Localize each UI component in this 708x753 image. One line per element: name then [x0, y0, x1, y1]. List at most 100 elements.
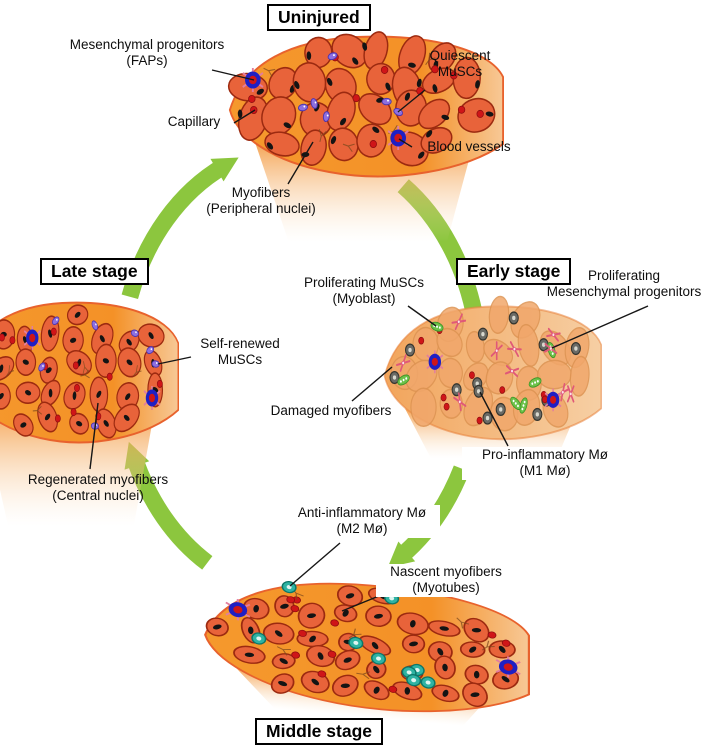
capillary-icon [352, 94, 360, 103]
nucleus-icon [342, 609, 349, 617]
musc-speck [303, 105, 306, 108]
capillary-icon [369, 140, 377, 149]
nucleus-icon [256, 88, 264, 95]
nucleus-icon [432, 84, 438, 93]
musc-speck [95, 323, 97, 326]
label-line: Mesenchymal progenitors [546, 284, 702, 300]
label-line: Proliferating MuSCs [303, 275, 425, 290]
label-line: Quiescent [429, 48, 491, 63]
tissue-late-stage [0, 301, 180, 526]
annotation-leader-line [397, 89, 426, 113]
label-blood-vessels: Blood vessels [414, 139, 524, 155]
label-nascent-myofibers: Nascent myofibers (Myotubes) [376, 564, 516, 597]
nucleus-icon [373, 665, 380, 674]
capillary-icon [469, 371, 475, 379]
nucleus-icon [418, 151, 425, 159]
myoblast-icon [528, 377, 542, 388]
cell-decorations-layer [389, 311, 581, 425]
label-line: Damaged myofibers [270, 403, 392, 418]
musc-cell-icon [146, 346, 155, 355]
fap-cell-icon [507, 341, 522, 358]
musc-cell-icon [91, 320, 99, 331]
nucleus-icon [253, 604, 259, 613]
nucleus-icon [437, 647, 444, 656]
label-line: (FAPs) [126, 53, 168, 69]
nucleus-icon [20, 422, 27, 428]
label-line: (M2 Mø) [336, 521, 388, 537]
capillary-icon [418, 336, 425, 345]
nucleus-icon [248, 626, 254, 635]
capillary-icon [380, 65, 389, 74]
nucleus-icon [442, 663, 448, 672]
capillary-icon [290, 605, 300, 613]
interstitial-mark-icon [342, 143, 355, 153]
blood-vessel-icon [143, 386, 161, 410]
capillary-icon [286, 596, 296, 604]
interstitial-mark-icon [425, 52, 436, 66]
label-line: Nascent myofibers [390, 564, 502, 579]
interstitial-mark-icon [5, 365, 15, 378]
capillary-icon [327, 650, 337, 658]
fap-cell-icon [504, 364, 520, 378]
label-pro-inflammatory: Pro-inflammatory Mø (M1 Mø) [462, 447, 628, 480]
capillary-icon [457, 105, 466, 114]
capillary-icon [440, 393, 447, 402]
nucleus-icon [102, 358, 109, 364]
musc-speck [42, 364, 44, 367]
label-line: Pro-inflammatory Mø [481, 447, 608, 462]
nucleus-icon [426, 130, 433, 138]
fap-cell-icon [396, 354, 411, 372]
myofiber-cell [569, 355, 590, 397]
label-regenerated-myofibers: Regenerated myofibers (Central nuclei) [14, 472, 182, 505]
nucleus-icon [317, 652, 324, 660]
musc-speck [150, 348, 153, 351]
nucleus-icon [475, 80, 480, 89]
nucleus-icon [70, 337, 77, 343]
capillary-icon [499, 386, 506, 394]
capillary-icon [476, 416, 483, 425]
label-quiescent-muscs: Quiescent MuSCs [410, 48, 510, 81]
musc-speck [333, 54, 335, 57]
musc-cell-icon [130, 329, 139, 338]
capillary-icon [106, 372, 113, 381]
capillary-icon [74, 383, 80, 392]
musc-speck [156, 362, 158, 364]
nucleus-icon [385, 82, 391, 91]
capillary-icon [450, 71, 458, 80]
nucleus-icon [473, 670, 480, 679]
myofibers-layer [205, 585, 520, 707]
nucleus-icon [501, 676, 510, 683]
label-line: (Myoblast) [332, 291, 396, 307]
nucleus-icon [279, 658, 288, 665]
capillary-icon [248, 94, 256, 103]
capillary-icon [476, 109, 484, 118]
nucleus-icon [343, 657, 352, 663]
nucleus-icon [339, 117, 347, 126]
blood-vessel-icon [495, 656, 521, 678]
musc-speck [56, 318, 58, 321]
capillary-icon [388, 685, 398, 693]
label-line: Proliferating [587, 268, 661, 283]
label-line: (Myotubes) [412, 580, 480, 596]
interstitial-mark-icon [80, 369, 90, 379]
label-capillary: Capillary [154, 114, 234, 130]
blood-vessel-icon [225, 599, 251, 621]
nucleus-icon [126, 338, 132, 346]
nucleus-icon [345, 593, 355, 599]
nucleus-icon [311, 678, 320, 686]
annotation-leader-line [287, 141, 314, 185]
nucleus-icon [125, 393, 131, 401]
capillary-icon [70, 408, 77, 417]
nucleus-icon [409, 641, 418, 647]
nucleus-icon [294, 80, 300, 89]
nucleus-icon [404, 687, 411, 695]
nucleus-icon [244, 652, 255, 658]
label-line: Regenerated myofibers [27, 472, 169, 487]
nucleus-icon [266, 142, 274, 150]
nucleus-icon [307, 613, 317, 618]
annotation-leader-line [157, 356, 192, 365]
musc-cell-icon [381, 97, 392, 106]
fap-cell-icon [546, 327, 561, 342]
